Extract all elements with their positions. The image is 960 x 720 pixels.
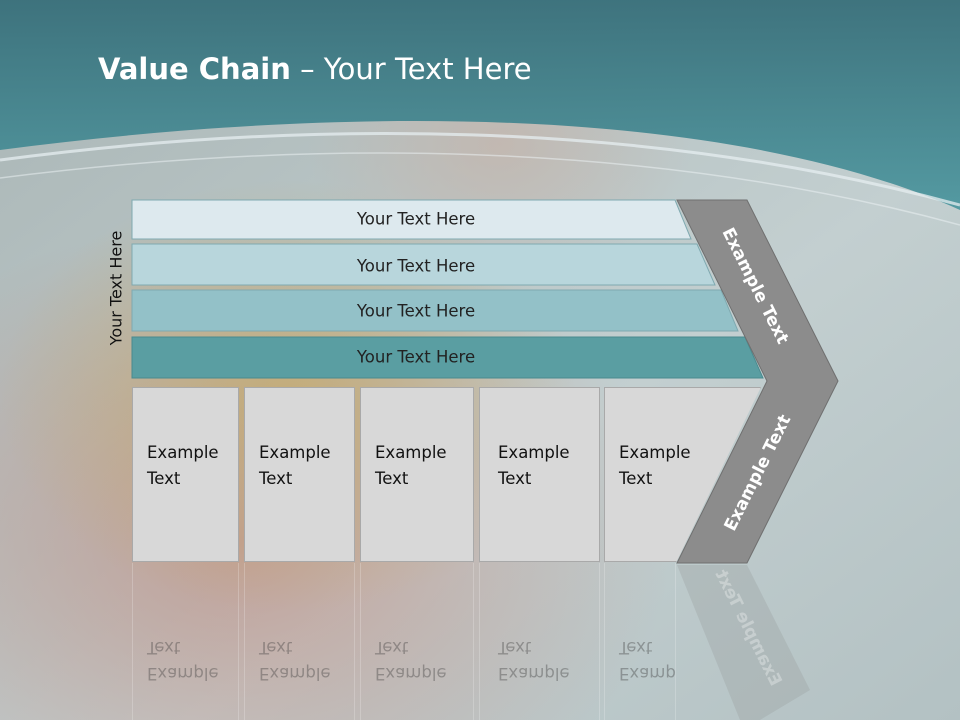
slide-title: Value Chain – Your Text Here — [98, 52, 532, 86]
chevron-reflection — [677, 565, 810, 720]
box-line: Text — [498, 638, 532, 657]
reflection-text: Example Text — [259, 634, 331, 686]
box-reflection: Example Text — [244, 563, 355, 720]
box-line: Text — [375, 638, 409, 657]
reflection-text: Example Text — [619, 634, 676, 686]
side-label: Your Text Here — [106, 230, 126, 346]
box-reflection: Example Text — [479, 563, 600, 720]
box-line: Example — [619, 443, 691, 462]
box-line: Example — [375, 443, 447, 462]
box-line: Text — [619, 638, 653, 657]
box-line: Example — [375, 664, 447, 683]
band-label: Your Text Here — [356, 347, 476, 367]
box-reflection: Example Text — [604, 563, 676, 720]
band-shape — [131, 289, 739, 332]
band-shape — [131, 336, 764, 379]
reflection-text: Example Text — [147, 634, 219, 686]
box-line: Text — [259, 638, 293, 657]
band-shape — [131, 199, 692, 240]
band-shape — [131, 243, 716, 286]
title-bold: Value Chain — [98, 52, 291, 86]
title-rest: – Your Text Here — [290, 52, 532, 86]
box-line: Example — [259, 664, 331, 683]
box-line: Example — [619, 664, 676, 683]
band-label: Your Text Here — [356, 256, 476, 276]
band-label: Your Text Here — [356, 209, 476, 229]
box-line: Example — [259, 443, 331, 462]
box-line: Text — [147, 638, 181, 657]
box-line: Example — [147, 443, 219, 462]
box-line: Example — [498, 443, 570, 462]
box-reflection: Example Text — [132, 563, 239, 720]
band-label: Your Text Here — [356, 301, 476, 321]
box-line: Text — [619, 469, 653, 488]
box-line: Text — [259, 469, 293, 488]
box-line: Example — [147, 664, 219, 683]
box-line: Text — [147, 469, 181, 488]
reflection-text: Example Text — [375, 634, 447, 686]
box-line: Example — [498, 664, 570, 683]
box-line: Text — [498, 469, 532, 488]
reflection-text: Example Text — [498, 634, 570, 686]
box-line: Text — [375, 469, 409, 488]
chevron-arrow — [676, 199, 839, 564]
box-reflection: Example Text — [360, 563, 474, 720]
